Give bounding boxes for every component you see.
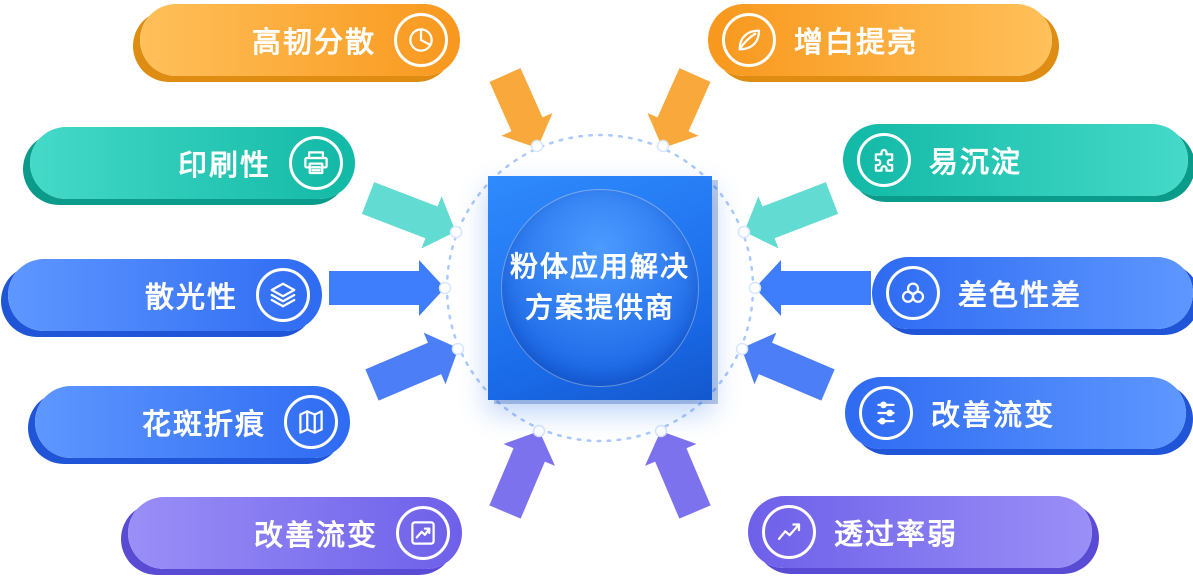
arrow-upper-left (361, 182, 456, 249)
chart-edit-icon (396, 506, 450, 560)
pill-printability: 印刷性 (30, 127, 355, 199)
pill-whitening-brightening: 增白提亮 (708, 4, 1052, 76)
map-icon (284, 395, 338, 449)
arrow-lower-left (365, 332, 459, 401)
pill-label: 增白提亮 (794, 27, 919, 59)
arrow-mid-right (755, 260, 871, 316)
pill-rheology-improvement-right: 改善流变 (845, 377, 1186, 449)
pill-easy-sedimentation: 易沉淀 (843, 124, 1188, 196)
pill-poor-color-difference: 差色性差 (872, 257, 1193, 329)
pill-high-toughness-dispersion: 高韧分散 (140, 4, 460, 76)
arrow-mid-left (329, 260, 445, 316)
arrow-upper-right (744, 182, 839, 249)
pill-mottling-creases: 花斑折痕 (35, 386, 350, 458)
pill-label: 改善流变 (931, 400, 1056, 432)
pill-label: 差色性差 (958, 280, 1083, 312)
pill-label: 散光性 (144, 282, 238, 314)
arrow-lower-right (741, 332, 835, 401)
puzzle-icon (857, 133, 911, 187)
arrow-top-left (489, 68, 553, 149)
layers-icon (256, 268, 310, 322)
pill-label: 透过率弱 (834, 519, 959, 551)
pill-label: 易沉淀 (929, 147, 1023, 179)
printer-icon (289, 136, 343, 190)
trend-line-icon (762, 505, 816, 559)
leaf-icon (722, 13, 776, 67)
arrow-bottom-left (489, 430, 555, 519)
pill-light-diffusion: 散光性 (8, 259, 322, 331)
pill-label: 花斑折痕 (141, 409, 266, 441)
slider-icon (859, 386, 913, 440)
center-panel: 粉体应用解决 方案提供商 (488, 176, 712, 400)
pill-label: 改善流变 (253, 520, 378, 552)
pie-chart-icon (394, 13, 448, 67)
center-title: 粉体应用解决 方案提供商 (501, 189, 699, 387)
center-title-line1: 粉体应用解决 (509, 251, 690, 283)
arrow-top-right (647, 68, 711, 149)
pill-label: 印刷性 (177, 150, 271, 182)
pill-label: 高韧分散 (251, 27, 376, 59)
center-title-line2: 方案提供商 (524, 292, 675, 323)
color-circles-icon (886, 266, 940, 320)
pill-rheology-improvement-left: 改善流变 (128, 497, 462, 569)
arrow-bottom-right (645, 430, 711, 519)
ring-dots (438, 139, 762, 438)
pill-weak-transmittance: 透过率弱 (748, 496, 1092, 568)
